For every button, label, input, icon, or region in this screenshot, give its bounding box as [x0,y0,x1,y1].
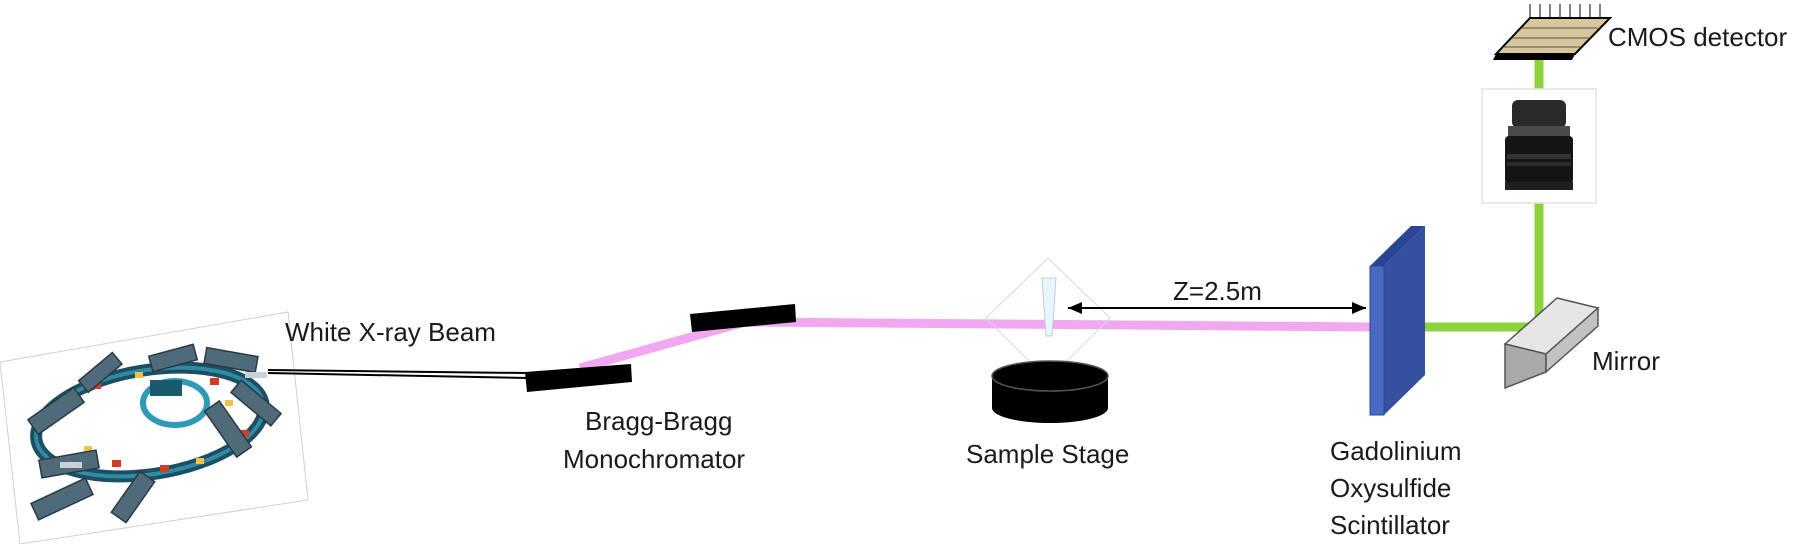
synchrotron-ring-icon [0,311,309,544]
scintillator [1369,226,1425,416]
objective-lens-icon [1481,88,1597,204]
monochromator-crystal-1 [525,364,632,392]
label-scintillator-3: Scintillator [1330,510,1450,540]
label-cmos-detector: CMOS detector [1608,22,1788,52]
monochromator-crystals [525,304,796,392]
label-sample-stage: Sample Stage [966,439,1129,469]
label-monochromator-1: Bragg-Bragg [585,406,732,436]
mirror [1503,297,1600,390]
sample-tube [1041,277,1057,337]
label-white-beam: White X-ray Beam [285,317,496,347]
label-monochromator-2: Monochromator [563,444,745,474]
label-scintillator-1: Gadolinium [1330,436,1462,466]
label-mirror: Mirror [1592,346,1660,376]
white-xray-beam [267,369,529,379]
monochromator-crystal-2 [690,304,796,332]
distance-arrow [1068,302,1366,314]
label-distance: Z=2.5m [1173,276,1262,306]
cmos-detector [1493,4,1613,60]
sample-stage [985,257,1111,423]
label-scintillator-2: Oxysulfide [1330,473,1451,503]
